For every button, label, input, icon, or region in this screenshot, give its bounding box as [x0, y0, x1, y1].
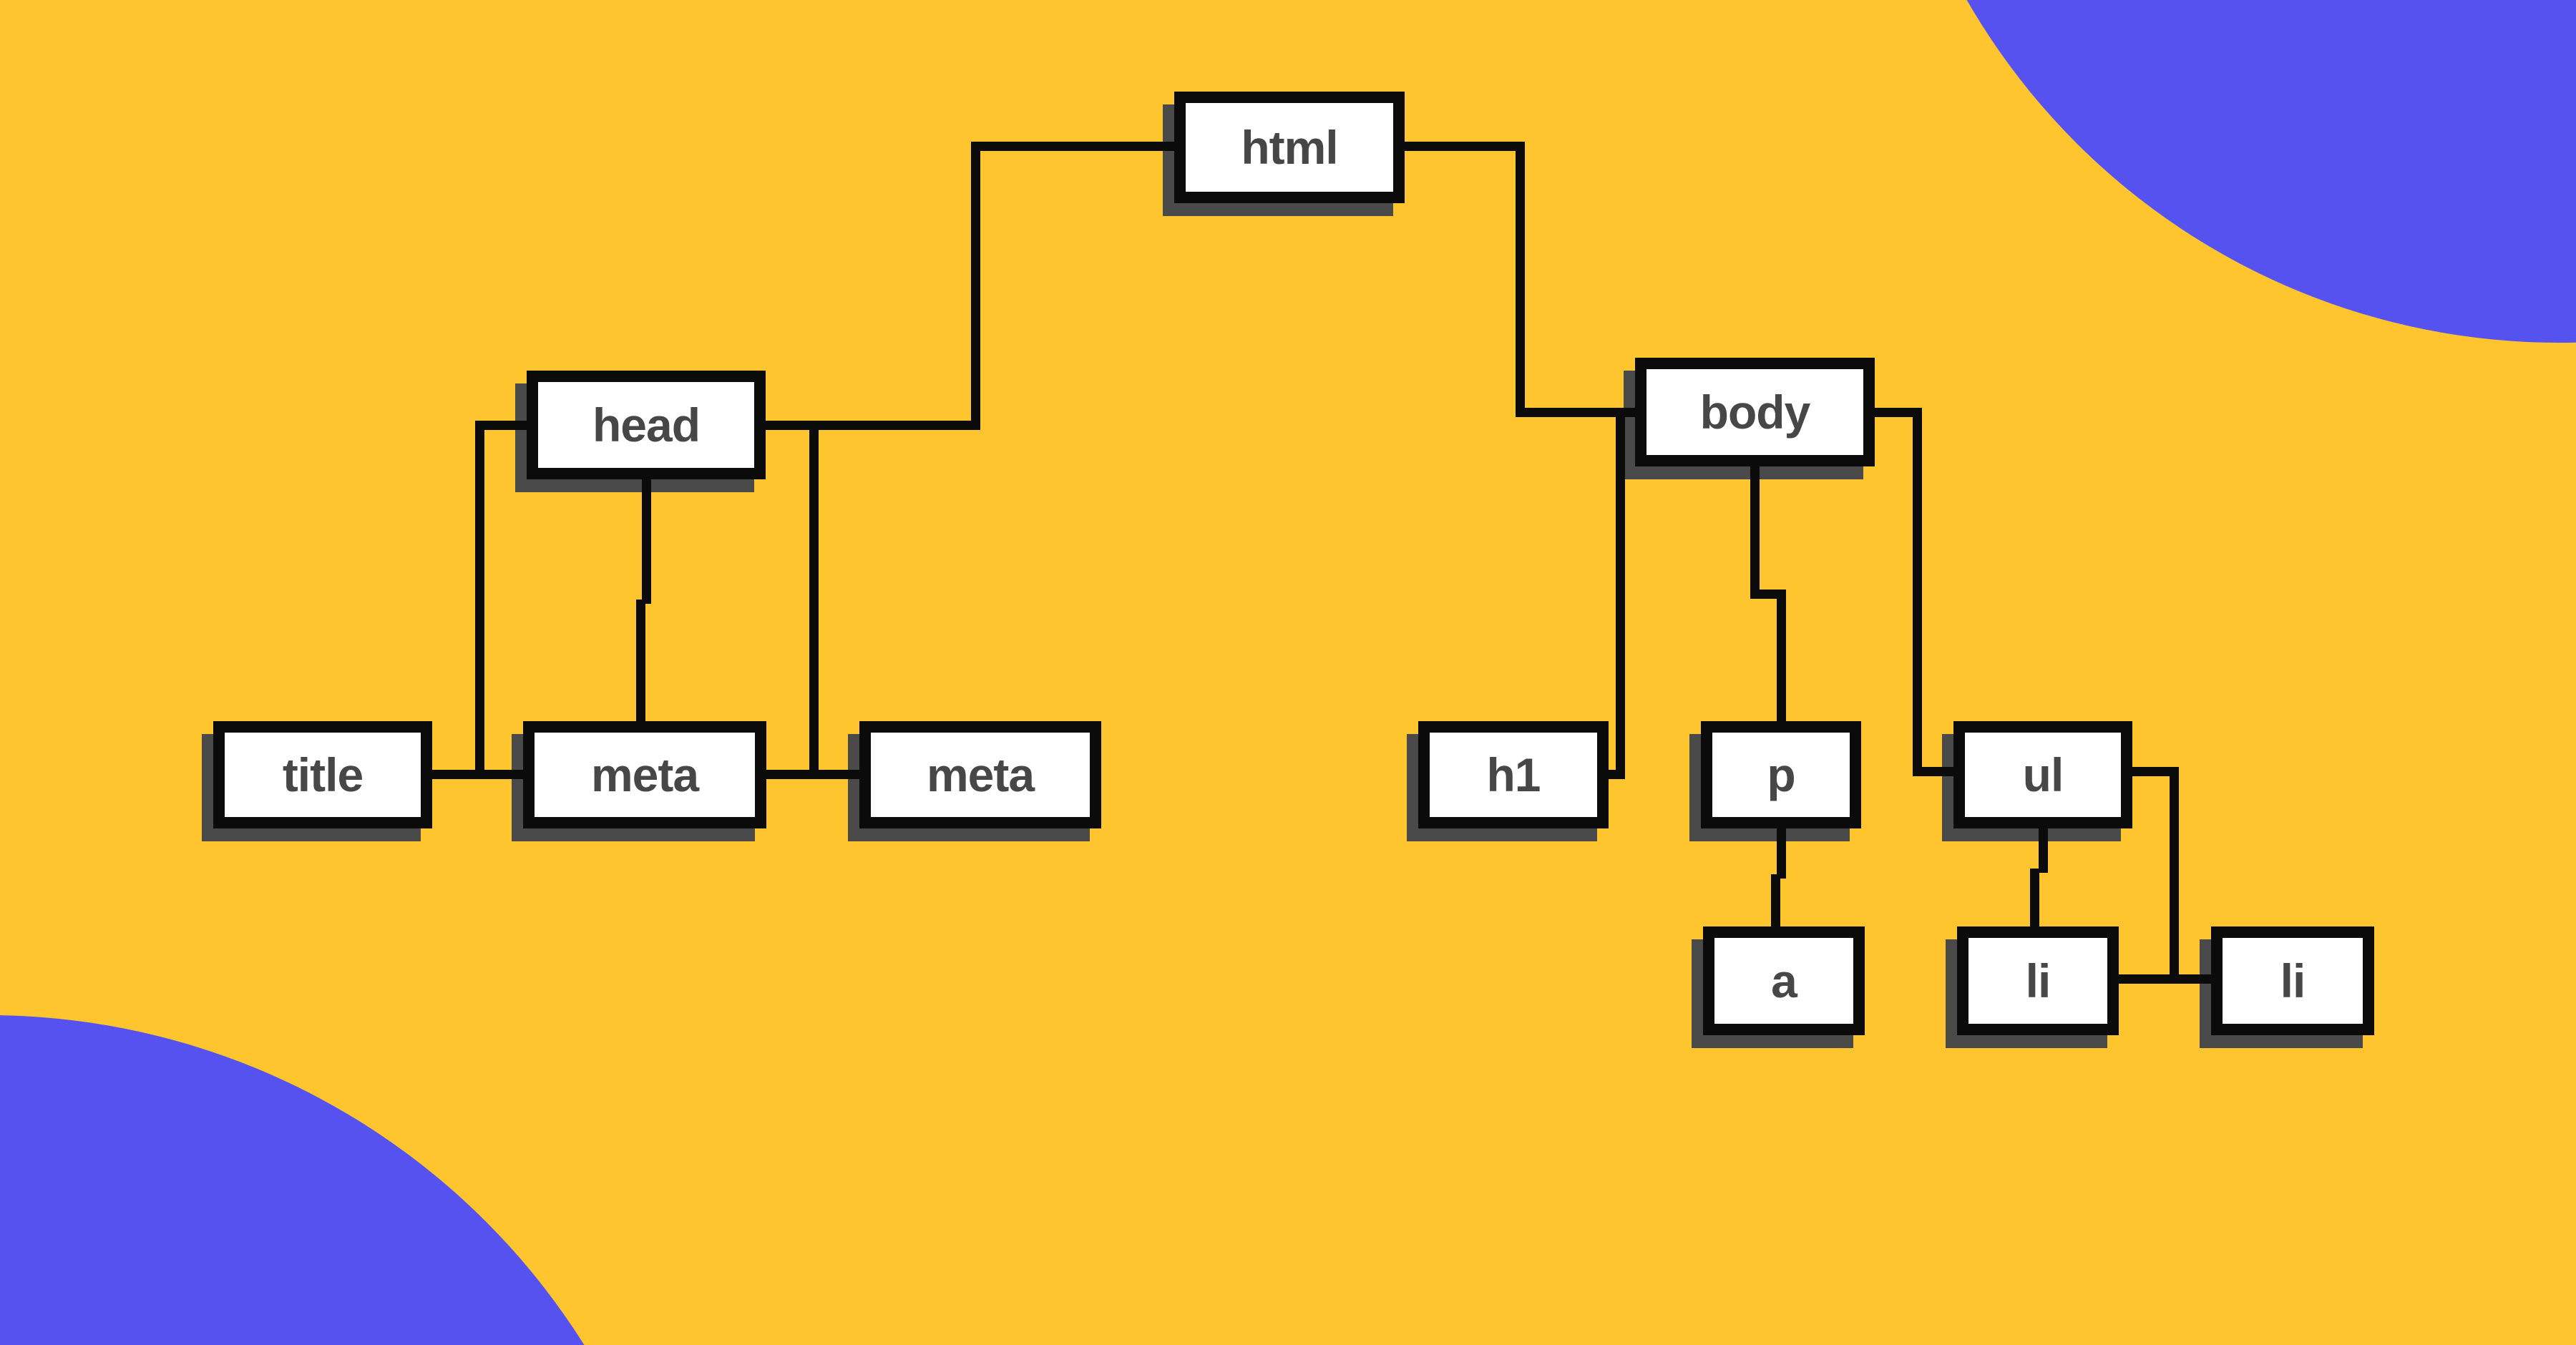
node-label: title	[282, 748, 364, 801]
node-li-2: li	[2211, 926, 2374, 1035]
node-body: body	[1635, 358, 1875, 466]
node-label: html	[1241, 121, 1338, 174]
edge-segment	[475, 421, 484, 778]
edge-segment	[2119, 974, 2211, 984]
edge-segment	[971, 142, 1179, 151]
node-p: p	[1701, 721, 1861, 828]
node-label: li	[2280, 954, 2306, 1007]
edge-segment	[636, 600, 645, 721]
corner-blob-top-right	[1876, 0, 2576, 343]
edge-segment	[1777, 828, 1786, 879]
edge-segment	[1400, 142, 1524, 151]
node-h1: h1	[1418, 721, 1609, 828]
node-label: li	[2025, 954, 2051, 1007]
edge-segment	[475, 421, 531, 430]
edge-segment	[1913, 767, 1953, 776]
node-label: head	[592, 398, 701, 451]
node-label: body	[1699, 386, 1811, 439]
node-meta-1: meta	[523, 721, 766, 828]
node-label: p	[1767, 748, 1795, 801]
edge-segment	[766, 421, 980, 430]
edge-segment	[1913, 408, 1922, 776]
edge-segment	[1516, 142, 1525, 416]
node-label: meta	[590, 748, 699, 801]
edge-segment	[809, 421, 819, 778]
edge-segment	[1777, 590, 1786, 721]
node-meta-2: meta	[859, 721, 1101, 828]
node-li-1: li	[1957, 926, 2119, 1035]
edge-segment	[1750, 466, 1760, 599]
edge-segment	[2039, 828, 2048, 873]
corner-blob-bottom-left	[0, 1015, 692, 1345]
node-title: title	[213, 721, 432, 828]
edge-segment	[1875, 408, 1922, 417]
edge-segment	[2132, 767, 2178, 776]
edge-segment	[2030, 869, 2039, 926]
edge-segment	[1771, 874, 1780, 926]
edge-segment	[2170, 767, 2179, 984]
node-label: meta	[926, 748, 1035, 801]
node-label: h1	[1486, 748, 1541, 801]
edge-segment	[642, 475, 651, 604]
edge-segment	[1616, 408, 1625, 779]
node-html: html	[1174, 92, 1405, 203]
edge-segment	[766, 770, 859, 779]
edge-segment	[971, 142, 980, 430]
edge-segment	[1609, 770, 1625, 779]
edge-segment	[432, 770, 523, 779]
node-a: a	[1703, 926, 1865, 1035]
node-label: a	[1771, 954, 1797, 1007]
edge-segment	[1516, 408, 1635, 417]
node-ul: ul	[1953, 721, 2132, 828]
node-label: ul	[2022, 748, 2064, 801]
node-head: head	[527, 371, 766, 479]
